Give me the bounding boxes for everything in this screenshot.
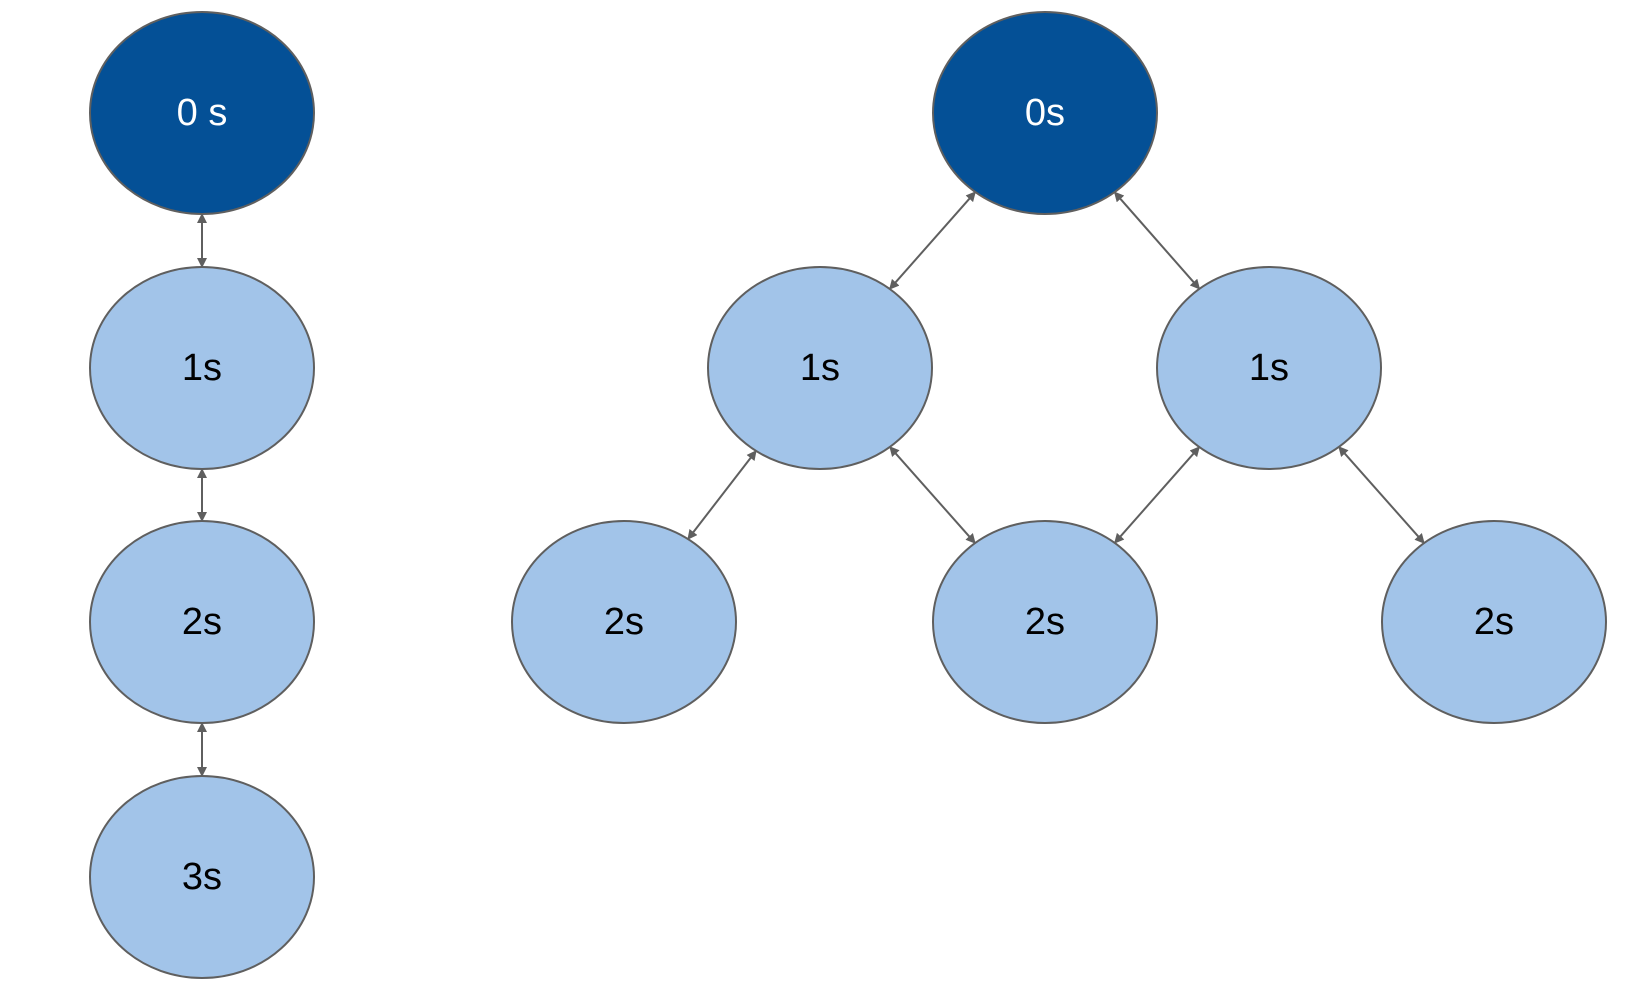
chain-node-label: 3s [182,856,222,898]
chain-node-label: 2s [182,601,222,643]
tree-node-label: 2s [1474,601,1514,643]
tree-edge-t1a-t2a [687,450,757,540]
tree-node-shape [511,520,737,724]
tree-node-shape [1156,266,1382,470]
chain-node-shape [89,520,315,724]
tree-edges [687,191,1425,544]
tree-node-t0: 0s [932,11,1158,215]
tree-node-t1b: 1s [1156,266,1382,470]
chain-node-shape [89,266,315,470]
tree-node-label: 1s [1249,347,1289,389]
tree-node-shape [1381,520,1607,724]
tree-node-label: 0s [1025,92,1065,134]
tree-node-shape [932,11,1158,215]
linear-chain-diagram: 0 s 1s 2s 3s [89,11,315,979]
tree-node-label: 2s [604,601,644,643]
tree-nodes: 0s 1s 1s 2s 2s 2s [511,11,1607,724]
tree-edge-t0-t1b [1113,191,1201,290]
tree-node-t2c: 2s [1381,520,1607,724]
tree-edge-t1a-t2b [889,446,976,544]
tree-node-shape [932,520,1158,724]
tree-diagram: 0s 1s 1s 2s 2s 2s [511,11,1607,724]
tree-edge-t1b-t2c [1338,446,1425,544]
chain-node-label: 1s [182,347,222,389]
tree-edge-t0-t1a [888,191,977,290]
chain-nodes: 0 s 1s 2s 3s [89,11,315,979]
tree-node-label: 1s [800,347,840,389]
tree-node-label: 2s [1025,601,1065,643]
tree-edge-t1b-t2b [1113,446,1201,544]
chain-node-c1: 1s [89,266,315,470]
chain-node-label: 0 s [177,92,228,134]
chain-node-shape [89,775,315,979]
chain-node-shape [89,11,315,215]
tree-node-shape [707,266,933,470]
tree-node-t2a: 2s [511,520,737,724]
chain-node-c0: 0 s [89,11,315,215]
tree-node-t2b: 2s [932,520,1158,724]
tree-node-t1a: 1s [707,266,933,470]
chain-node-c3: 3s [89,775,315,979]
chain-node-c2: 2s [89,520,315,724]
